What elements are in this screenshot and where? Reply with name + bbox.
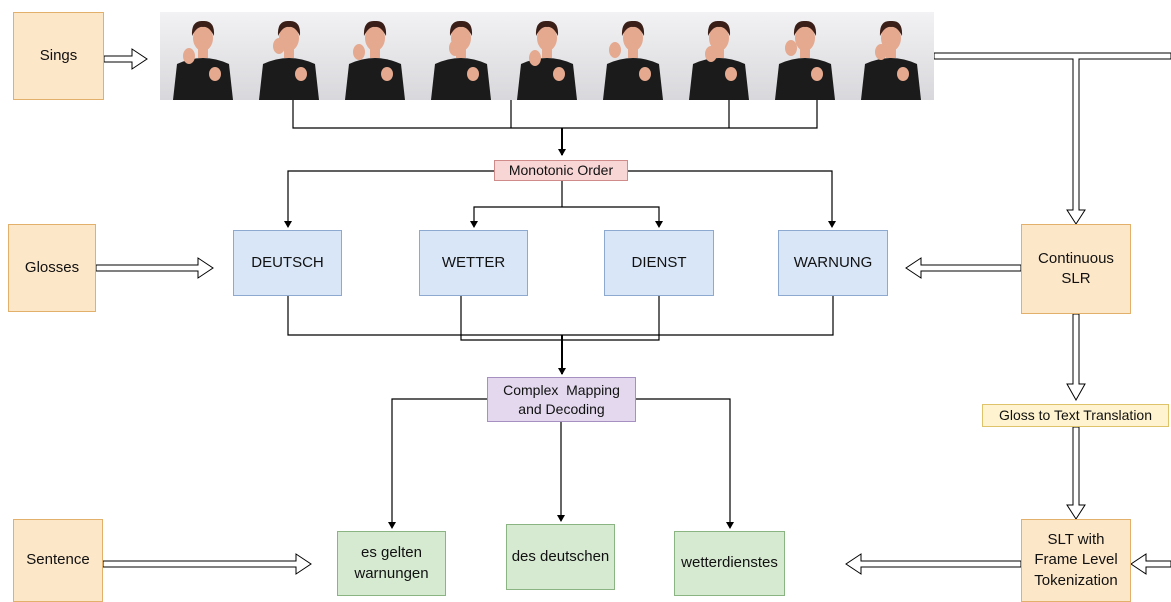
gtt-to-slt-arrow <box>1066 426 1086 520</box>
word2-text: des deutschen <box>511 547 610 565</box>
monotonic-order-box: Monotonic Order <box>494 160 628 181</box>
sign-video-filmstrip <box>160 12 934 100</box>
gloss-box-warnung: WARNUNG <box>778 230 888 296</box>
signer-frame <box>431 20 491 100</box>
signer-frame <box>689 20 749 100</box>
word-box-wetterdienstes: wetterdienstes <box>674 531 785 596</box>
gloss-to-text-translation-text: Gloss to Text Translation <box>998 407 1153 424</box>
slt-line3: Tokenization <box>1034 571 1118 589</box>
signs-label-text: Sings <box>39 46 78 64</box>
monotonic-to-dienst-arrow <box>562 206 663 228</box>
signer-frames <box>173 20 921 100</box>
word-box-es-gelten-warnungen: es gelten warnungen <box>337 531 446 596</box>
slr-to-gtt-arrow <box>1066 313 1086 402</box>
signs-label: Sings <box>13 12 104 100</box>
glosses-label-text: Glosses <box>24 258 80 276</box>
glosses-label: Glosses <box>8 224 96 312</box>
gloss-box-dienst: DIENST <box>604 230 714 296</box>
complex-mapping-box: Complex Mapping and Decoding <box>487 377 636 422</box>
word1-line1: es gelten <box>361 544 422 562</box>
slt-to-words-arrow <box>845 553 1022 575</box>
continuous-slr-line1: Continuous <box>1038 249 1114 267</box>
signer-frame <box>173 20 233 100</box>
gloss-deutsch-text: DEUTSCH <box>251 253 324 271</box>
slt-line2: Frame Level <box>1034 551 1118 569</box>
monotonic-to-warnung-arrow <box>628 170 836 228</box>
word1-line2: warnungen <box>354 564 429 582</box>
frames-to-slr-route <box>933 52 1171 225</box>
gloss-dienst-text: DIENST <box>631 253 687 271</box>
right-edge-to-slt-arrow <box>1130 553 1171 575</box>
slt-frame-level-box: SLT with Frame Level Tokenization <box>1021 519 1131 602</box>
monotonic-to-deutsch-arrow <box>284 170 494 228</box>
signer-frame <box>775 20 835 100</box>
continuous-slr-line2: SLR <box>1061 270 1091 287</box>
word3-text: wetterdienstes <box>681 554 778 572</box>
gloss-merge-inner <box>460 296 660 341</box>
sentence-label-text: Sentence <box>26 551 90 569</box>
mapping-to-words3-arrow <box>636 398 734 529</box>
sentence-label-arrow <box>102 553 312 575</box>
signer-frame <box>603 20 663 100</box>
gloss-merge-outer <box>287 296 834 336</box>
monotonic-order-text: Monotonic Order <box>508 162 614 179</box>
signer-frame <box>345 20 405 100</box>
mapping-to-words1-arrow <box>388 398 487 529</box>
monotonic-to-wetter-arrow <box>470 206 562 228</box>
gloss-box-deutsch: DEUTSCH <box>233 230 342 296</box>
slt-line1: SLT with <box>1047 531 1105 549</box>
continuous-slr-box: Continuous SLR <box>1021 224 1131 314</box>
gloss-to-text-translation-box: Gloss to Text Translation <box>982 404 1169 427</box>
gloss-wetter-text: WETTER <box>441 253 506 271</box>
complex-mapping-line1: Complex Mapping <box>503 381 620 398</box>
signer-frame <box>517 20 577 100</box>
frames-bracket <box>292 100 818 129</box>
complex-mapping-line2: and Decoding <box>518 400 605 417</box>
signs-label-arrow <box>103 48 148 70</box>
sentence-label: Sentence <box>13 519 103 602</box>
signer-frame <box>861 20 921 100</box>
signer-frame <box>259 20 319 100</box>
gloss-warnung-text: WARNUNG <box>793 253 873 271</box>
word-box-des-deutschen: des deutschen <box>506 524 615 590</box>
glosses-label-arrow <box>95 257 214 279</box>
slr-to-warnung-arrow <box>905 257 1022 279</box>
gloss-box-wetter: WETTER <box>419 230 528 296</box>
